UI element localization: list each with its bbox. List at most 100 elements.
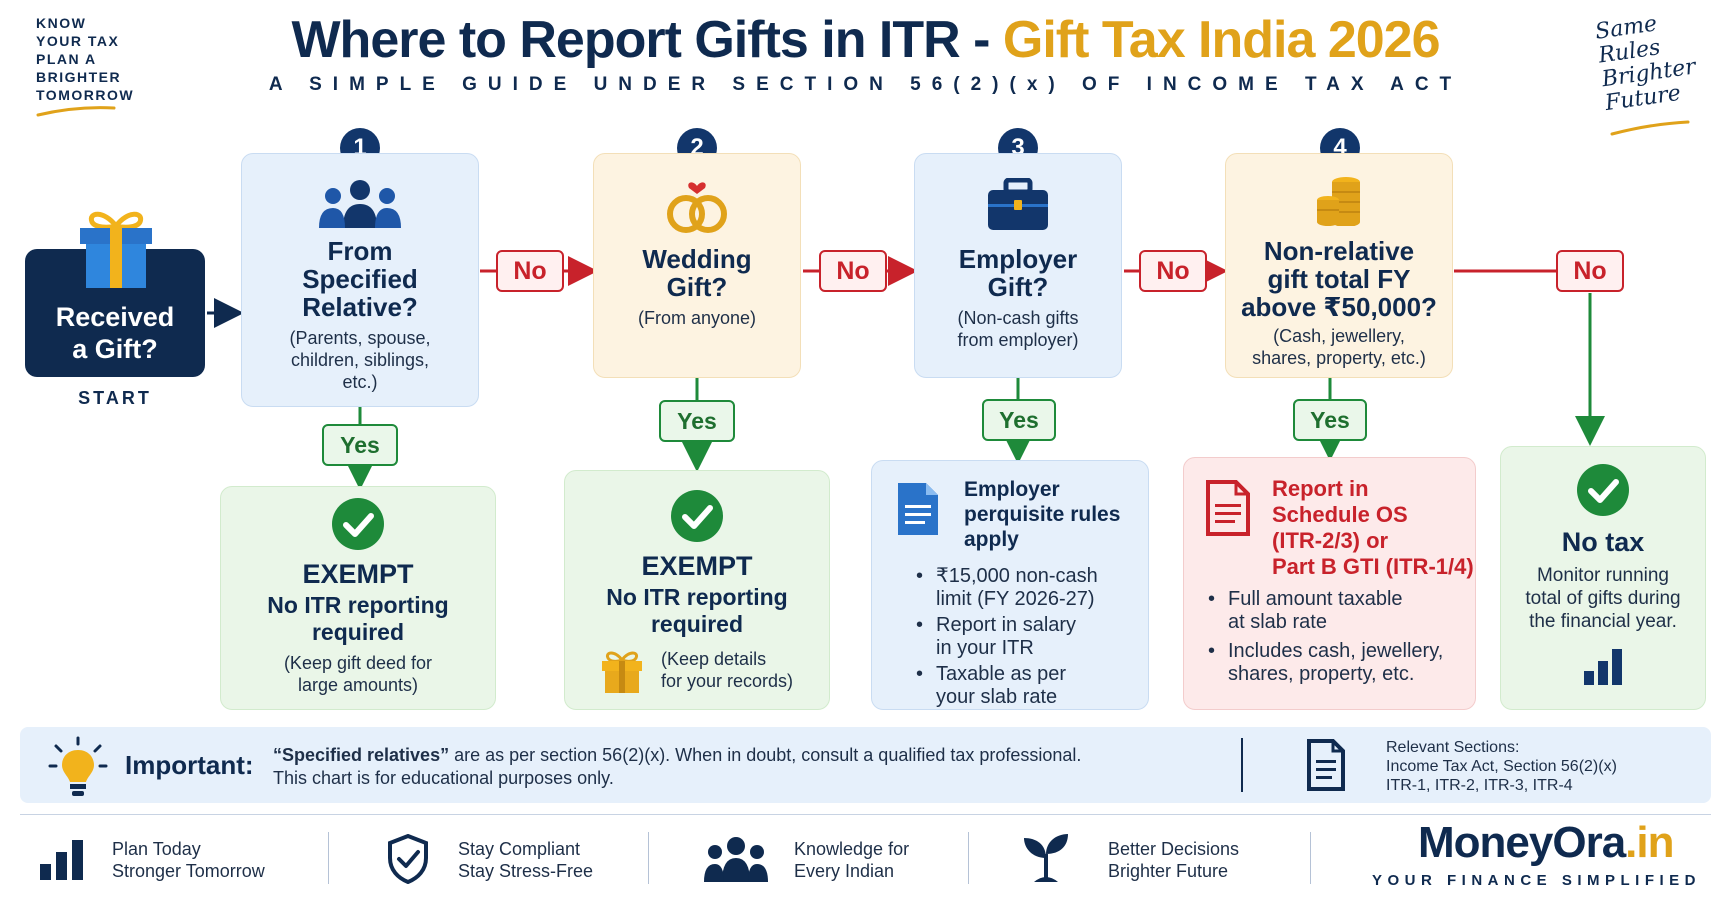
decision-sub-line: (From anyone) [637, 308, 757, 328]
result-note-line: (Keep gift deed for [283, 653, 433, 673]
important-text-line: are as per section 56(2)(x). When in dou… [449, 745, 1082, 765]
document-icon [1307, 739, 1345, 791]
bar-chart-icon [1584, 649, 1622, 685]
gift-box-icon [602, 651, 642, 693]
divider [20, 814, 1711, 815]
list-item-text: shares, property, etc. [1228, 663, 1415, 685]
page-title: Where to Report Gifts in ITR - Gift Tax … [0, 10, 1731, 70]
corner-slogan-line: YOUR TAX [36, 33, 120, 49]
list-item-text: ₹15,000 non-cash [936, 565, 1098, 587]
decision-title-line: Relative? [302, 292, 418, 322]
list-item: Includes cash, jewellery,shares, propert… [1206, 640, 1443, 686]
decision-title-line: Employer [958, 244, 1078, 274]
brand-name: MoneyOra [1418, 818, 1626, 867]
decision-title-line: Wedding [642, 244, 752, 274]
result-box-exempt-relative: EXEMPT No ITR reporting required (Keep g… [220, 486, 496, 710]
result-title-line: Part B GTI (ITR-1/4) [1272, 554, 1474, 579]
decision-box-specified-relative: From Specified Relative? (Parents, spous… [241, 153, 479, 407]
result-title: No tax [1561, 527, 1645, 557]
brand-tagline: YOUR FINANCE SIMPLIFIED [1372, 872, 1702, 889]
relevant-sections: Relevant Sections: Income Tax Act, Secti… [1386, 738, 1617, 795]
decision-title-line: Specified [302, 264, 418, 294]
result-title-line: Schedule OS [1272, 502, 1408, 527]
no-connector-label: No [496, 250, 564, 292]
result-title-line: Report in [1272, 476, 1369, 501]
decision-sub-line: (Parents, spouse, [289, 328, 431, 348]
result-sub-line: the financial year. [1529, 611, 1677, 632]
result-note-line: (Keep details [661, 649, 767, 669]
yes-connector-label: Yes [1293, 399, 1367, 441]
page-subtitle: A SIMPLE GUIDE UNDER SECTION 56(2)(x) OF… [268, 74, 1463, 95]
decision-sub-line: (Cash, jewellery, [1273, 326, 1405, 346]
lightbulb-icon [48, 736, 108, 796]
start-caption: START [78, 388, 152, 408]
important-label: Important: [125, 750, 254, 780]
footer-item: Plan Today Stronger Tomorrow [112, 838, 265, 882]
decision-title-line: Gift? [987, 272, 1049, 302]
important-text-line: This chart is for educational purposes o… [273, 768, 614, 788]
list-item-text: Includes cash, jewellery, [1228, 640, 1444, 662]
corner-slogan-line: TOMORROW [36, 87, 135, 103]
decision-box-wedding-gift: Wedding Gift? (From anyone) [593, 153, 801, 378]
gift-icon [80, 211, 152, 288]
check-icon [671, 490, 723, 542]
divider [1310, 832, 1311, 884]
relevant-sections-line: ITR-1, ITR-2, ITR-3, ITR-4 [1386, 777, 1573, 794]
list-item-text: in your ITR [936, 637, 1034, 659]
result-box-report-schedule-os: Report in Schedule OS (ITR-2/3) or Part … [1183, 457, 1476, 710]
underline-swoosh [36, 106, 116, 117]
check-icon [332, 498, 384, 550]
list-item-text: Taxable as per [936, 663, 1067, 685]
decision-box-non-relative-gift: Non-relative gift total FY above ₹50,000… [1225, 153, 1453, 378]
check-icon [1577, 464, 1629, 516]
result-sub-line: total of gifts during [1525, 588, 1681, 609]
list-item-text: Full amount taxable [1228, 588, 1403, 610]
no-connector-label: No [1139, 250, 1207, 292]
result-box-exempt-wedding: EXEMPT No ITR reporting required (Keep d… [564, 470, 830, 710]
footer-item-line: Every Indian [794, 861, 895, 881]
start-node-line: a Gift? [72, 334, 158, 364]
decision-sub-line: etc.) [342, 372, 378, 392]
divider [1241, 738, 1243, 792]
coins-icon [1317, 177, 1360, 227]
title-main: Where to Report Gifts in ITR - [291, 11, 1003, 69]
footer-item-line: Stay Compliant [458, 839, 581, 859]
result-sub-line: required [311, 619, 405, 645]
plant-icon [1024, 834, 1068, 882]
yes-connector-label: Yes [322, 424, 398, 466]
divider [328, 832, 329, 884]
document-icon [1206, 480, 1250, 536]
result-note-line: large amounts) [297, 675, 419, 695]
list-item-text: Report in salary [936, 614, 1077, 636]
document-icon [898, 483, 938, 535]
list-item-text: limit (FY 2026-27) [936, 588, 1095, 610]
footer-item: Knowledge for Every Indian [794, 838, 909, 882]
bar-chart-icon [40, 840, 83, 880]
result-sub-line: Monitor running [1536, 565, 1670, 586]
relevant-sections-line: Income Tax Act, Section 56(2)(x) [1386, 758, 1617, 775]
result-box-employer-perquisite: Employer perquisite rules apply ₹15,000 … [871, 460, 1149, 710]
list-item-text: your slab rate [936, 686, 1058, 708]
result-sub-line: required [650, 611, 744, 637]
people-icon [319, 180, 401, 228]
result-sub-line: No ITR reporting [267, 592, 449, 618]
corner-slogan-line: BRIGHTER [36, 69, 122, 85]
decision-title-line: From [327, 236, 393, 266]
no-connector-label: No [819, 250, 887, 292]
result-title-line: perquisite rules [964, 503, 1121, 526]
brand-logo: MoneyOra.in [1418, 818, 1675, 868]
footer-item-line: Better Decisions [1108, 839, 1240, 859]
yes-connector-label: Yes [982, 399, 1056, 441]
result-title: EXEMPT [302, 559, 414, 589]
briefcase-icon [988, 177, 1048, 230]
result-title-line: Employer [964, 478, 1060, 501]
decision-title-line: Gift? [666, 272, 728, 302]
result-note-line: for your records) [661, 671, 794, 691]
shield-check-icon [388, 834, 428, 884]
footer-item: Stay Compliant Stay Stress-Free [458, 838, 593, 882]
footer-item-line: Stay Stress-Free [458, 861, 594, 881]
corner-slogan-line: KNOW [36, 15, 87, 31]
result-title: EXEMPT [641, 551, 753, 581]
